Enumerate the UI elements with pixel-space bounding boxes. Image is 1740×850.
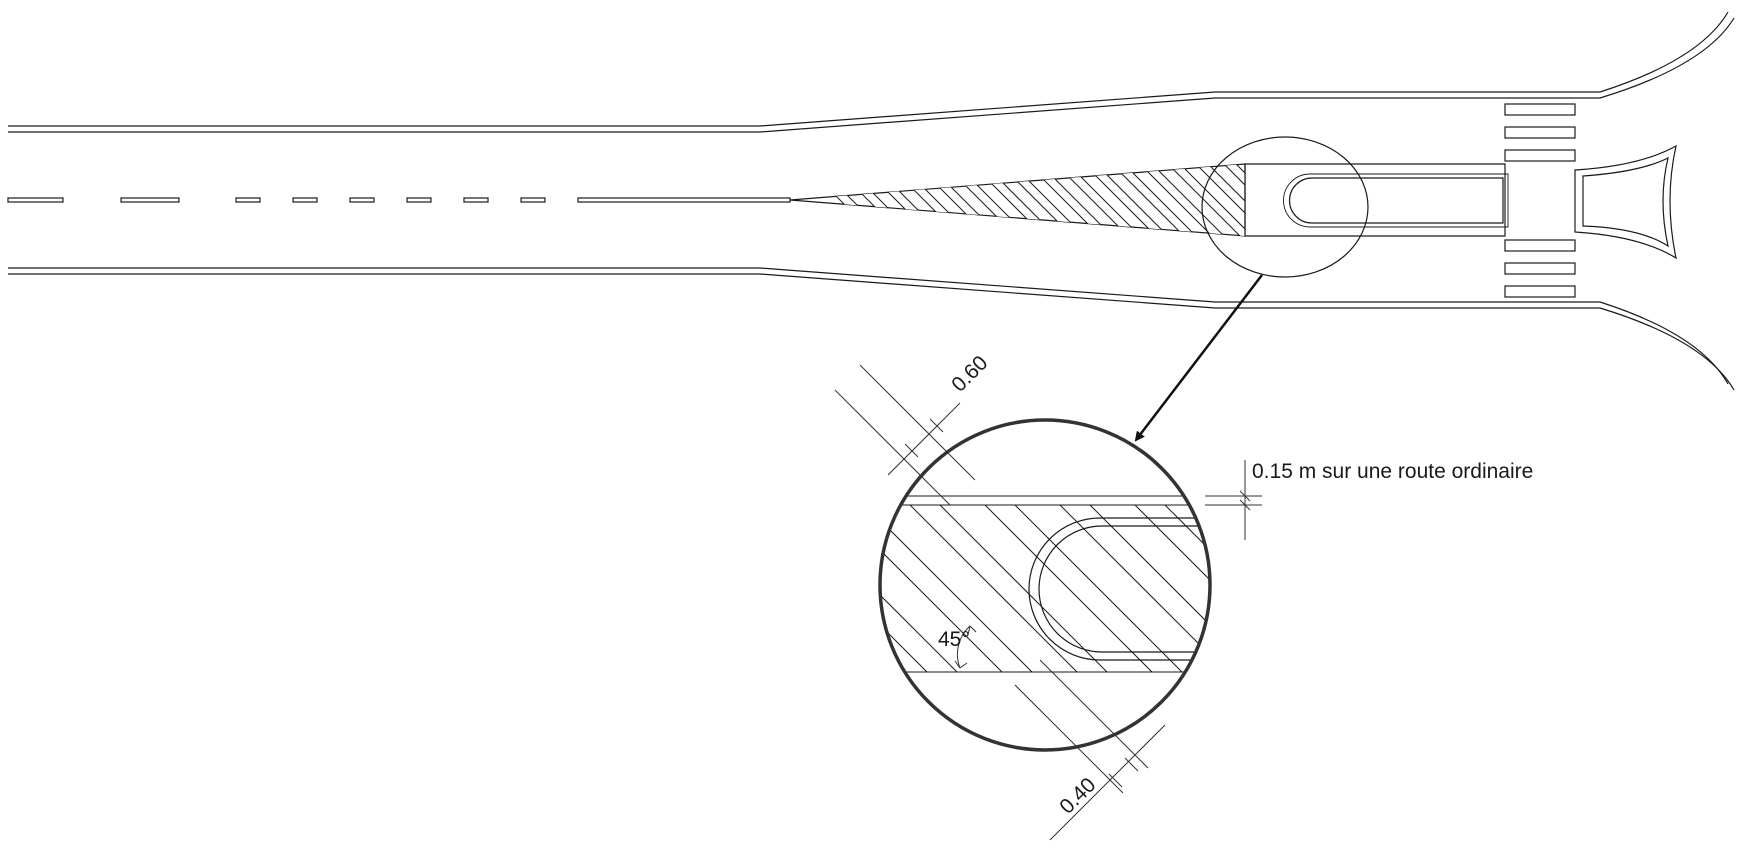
dimension-0-15: 0.15 m sur une route ordinaire — [1205, 460, 1533, 540]
chevron-stripe — [1022, 164, 1118, 236]
chevron-stripe — [1218, 164, 1245, 236]
dim-top-label: 0.60 — [947, 351, 992, 396]
chevron-stripe — [1134, 164, 1230, 236]
road-edge-bottom — [8, 267, 1729, 385]
magnifier-circle — [1201, 136, 1369, 278]
angle-45: 45° — [938, 625, 977, 669]
hatched-approach-area — [789, 160, 1340, 240]
angle-label: 45° — [938, 628, 970, 651]
note-label: 0.15 m sur une route ordinaire — [1252, 460, 1533, 483]
chevron-stripe — [1162, 164, 1245, 236]
detail-stripe — [908, 504, 1109, 673]
far-island — [1574, 144, 1677, 260]
road-edge-top — [8, 11, 1729, 127]
centre-line-dashes — [7, 197, 791, 203]
road-edge-bottom-inner — [8, 273, 1735, 391]
chevron-stripe — [1078, 164, 1174, 236]
detail-stripe — [880, 504, 959, 673]
road-edge-top-inner — [8, 17, 1735, 133]
pedestrian-crossing — [1504, 103, 1576, 298]
dim-bottom-label: 0.40 — [1055, 773, 1100, 818]
central-island — [1244, 163, 1509, 237]
detail-stripe — [983, 504, 1184, 673]
chevron-stripe — [1190, 164, 1245, 236]
chevron-stripe — [1050, 164, 1146, 236]
detail-view: 0.60 0.40 0.15 m sur une route ordinaire… — [834, 351, 1533, 841]
detail-circle — [878, 418, 1212, 752]
chevron-stripe — [1106, 164, 1202, 236]
detail-stripe — [1133, 504, 1210, 673]
chevron-stripe — [1248, 160, 1340, 240]
chevron-stripes — [798, 160, 1340, 240]
detail-arrow — [1134, 274, 1263, 442]
